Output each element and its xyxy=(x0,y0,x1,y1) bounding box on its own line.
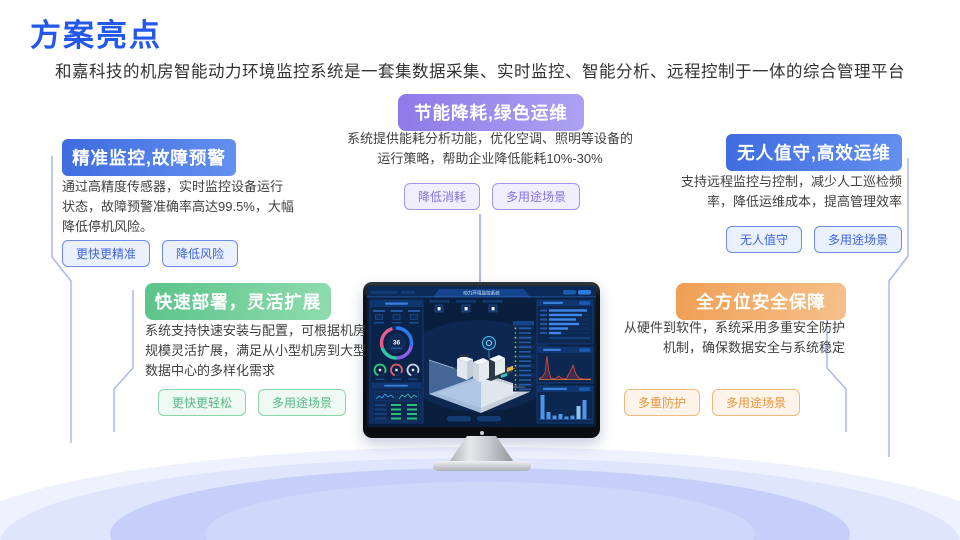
feature-precision-tags: 更快更精准 降低风险 xyxy=(62,240,239,267)
gauge-value: 36 xyxy=(393,340,401,347)
tag-pill: 降低消耗 xyxy=(404,183,481,210)
dashboard-right-panels xyxy=(536,299,594,424)
monitor-bezel: 动力环境监控系统 xyxy=(363,282,600,438)
tag-pill: 更快更轻松 xyxy=(158,389,247,416)
dashboard-equipment-list xyxy=(513,321,534,392)
feature-deploy-badge: 快速部署，灵活扩展 xyxy=(145,283,331,320)
tag-pill: 更快更精准 xyxy=(62,240,151,267)
feature-unmanned-description: 支持远程监控与控制，减少人工巡检频率，降低运维成本，提高管理效率 xyxy=(680,174,902,209)
dashboard-header-button xyxy=(563,290,576,295)
tag-pill: 降低风险 xyxy=(162,240,239,267)
tag-pill: 多用途场景 xyxy=(711,389,800,416)
feature-energy-tags: 降低消耗 多用途场景 xyxy=(404,183,581,210)
feature-unmanned-badge: 无人值守,高效运维 xyxy=(726,134,902,171)
tag-pill: 多用途场景 xyxy=(813,226,902,253)
feature-precision-description: 通过高精度传感器，实时监控设备运行状态，故障预警准确率高达99.5%，大幅降低停… xyxy=(62,179,294,234)
dashboard: 动力环境监控系统 xyxy=(367,286,596,427)
tag-pill: 无人值守 xyxy=(725,226,802,253)
feature-energy-badge: 节能降耗,绿色运维 xyxy=(398,94,584,131)
dashboard-header: 动力环境监控系统 xyxy=(367,286,596,298)
monitor-mockup: 动力环境监控系统 xyxy=(363,282,600,471)
dashboard-top-stats xyxy=(429,300,503,313)
dashboard-header-button xyxy=(578,290,591,295)
tag-pill: 多重防护 xyxy=(623,389,700,416)
monitor-screen: 动力环境监控系统 xyxy=(367,286,596,427)
feature-security-badge: 全方位安全保障 xyxy=(676,283,846,320)
feature-precision-badge: 精准监控,故障预警 xyxy=(62,139,236,176)
feature-deploy-description: 系统支持快速安装与配置，可根据机房规模灵活扩展，满足从小型机房到大型数据中心的多… xyxy=(145,323,367,378)
dashboard-main-gauge: 36 xyxy=(379,326,414,360)
feature-unmanned-tags: 无人值守 多用途场景 xyxy=(725,226,902,253)
feature-security-tags: 多重防护 多用途场景 xyxy=(623,389,800,416)
monitor-logo xyxy=(479,431,484,435)
monitor-base xyxy=(432,461,531,471)
connector-left-inner xyxy=(113,290,134,432)
tag-pill: 多用途场景 xyxy=(258,389,347,416)
feature-security-description: 从硬件到软件，系统采用多重安全防护机制，确保数据安全与系统稳定 xyxy=(623,320,845,355)
page-subtitle: 和嘉科技的机房智能动力环境监控系统是一套集数据采集、实时监控、智能分析、远程控制… xyxy=(55,63,905,81)
monitor-stand xyxy=(448,436,515,463)
dashboard-title: 动力环境监控系统 xyxy=(463,289,500,296)
dashboard-left-panel: 36 xyxy=(369,299,424,424)
dashboard-3d-room xyxy=(428,336,534,413)
dashboard-bottom-tabs xyxy=(447,416,501,422)
tag-pill: 多用途场景 xyxy=(492,183,581,210)
dashboard-left-bottom-panel xyxy=(371,382,422,422)
feature-energy-description: 系统提供能耗分析功能，优化空调、照明等设备的运行策略，帮助企业降低能耗10%-3… xyxy=(346,131,633,166)
page-title: 方案亮点 xyxy=(30,18,162,53)
dashboard-mini-gauges xyxy=(373,363,420,380)
feature-deploy-tags: 更快更轻松 多用途场景 xyxy=(158,389,347,416)
